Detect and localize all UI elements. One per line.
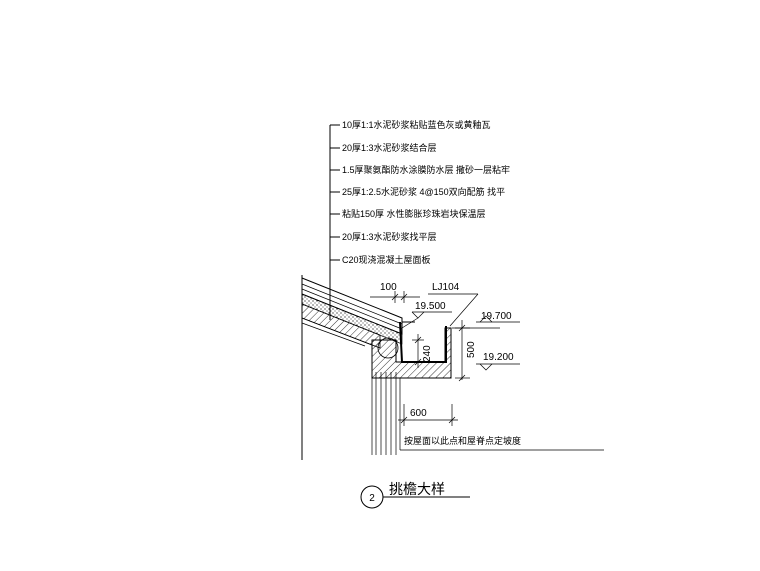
- layer-leader: [329, 124, 340, 320]
- elev-19200-label: 19.200: [483, 352, 514, 363]
- elevation-19500: 19.500: [401, 301, 452, 329]
- layer-label: 粘贴150厚 水性膨胀珍珠岩块保温层: [342, 208, 486, 219]
- layer-label: 25厚1:2.5水泥砂浆 4@150双向配筋 找平: [342, 186, 505, 197]
- dim-500-label: 500: [466, 341, 477, 358]
- detail-number: 2: [369, 493, 375, 504]
- slope-note: 按屋面以此点和屋脊点定坡度: [399, 378, 604, 451]
- layer-label: 10厚1:1水泥砂浆粘贴蓝色灰或黄釉瓦: [342, 119, 491, 130]
- dimension-600: 600: [398, 404, 458, 426]
- elev-19500-label: 19.500: [415, 301, 446, 312]
- layer-label: 20厚1:3水泥砂浆找平层: [342, 231, 437, 242]
- layer-label: 20厚1:3水泥砂浆结合层: [342, 142, 437, 153]
- dimension-100: 100: [370, 282, 420, 303]
- wall-section: [301, 275, 397, 460]
- layer-labels: 10厚1:1水泥砂浆粘贴蓝色灰或黄釉瓦 20厚1:3水泥砂浆结合层 1.5厚聚氨…: [342, 119, 510, 265]
- dimension-240: 240: [412, 334, 433, 368]
- dimension-500: 500: [455, 320, 477, 382]
- elev-19700-label: 19.700: [481, 311, 512, 322]
- dim-240-label: 240: [422, 345, 433, 362]
- dim-600-label: 600: [410, 408, 427, 419]
- detail-title: 2 挑檐大样: [360, 481, 470, 509]
- elevation-19200: 19.200: [476, 352, 520, 371]
- ref-lj104: LJ104: [428, 282, 479, 327]
- slope-note-label: 按屋面以此点和屋脊点定坡度: [404, 435, 521, 446]
- dim-100-label: 100: [380, 282, 397, 293]
- layer-label: 1.5厚聚氨酯防水涂膜防水层 撒砂一层粘牢: [342, 164, 510, 175]
- ref-lj104-label: LJ104: [432, 282, 460, 293]
- layer-label: C20现浇混凝土屋面板: [342, 254, 431, 265]
- detail-title-text: 挑檐大样: [389, 481, 445, 497]
